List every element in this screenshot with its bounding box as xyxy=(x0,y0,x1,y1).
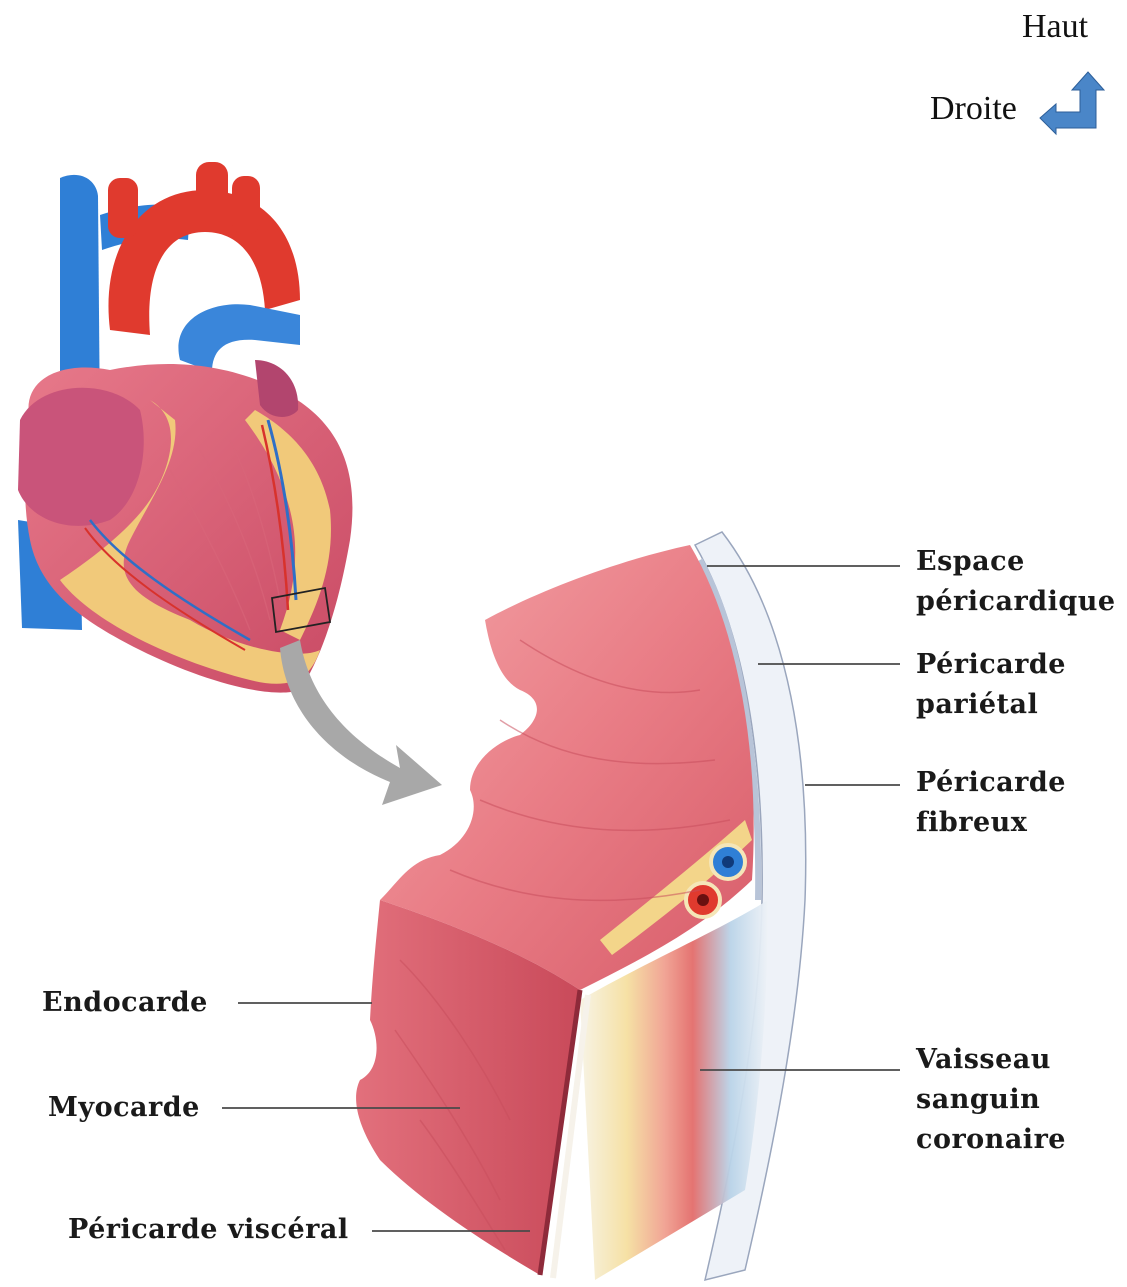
corner-up-arrow-icon xyxy=(1040,72,1104,134)
label-endocarde: Endocarde xyxy=(42,983,208,1023)
label-line: coronaire xyxy=(916,1120,1066,1160)
label-line: péricardique xyxy=(916,582,1116,622)
carotid-artery xyxy=(196,162,228,222)
label-pericarde-fibreux: Péricarde fibreux xyxy=(916,763,1066,843)
label-line: Vaisseau xyxy=(916,1040,1066,1080)
label-myocarde: Myocarde xyxy=(48,1088,200,1128)
coronary-vein-lumen xyxy=(722,856,734,868)
label-line: Espace xyxy=(916,542,1116,582)
label-vaisseau-sanguin-coronaire: Vaisseau sanguin coronaire xyxy=(916,1040,1066,1160)
pulmonary-trunk xyxy=(178,304,300,372)
label-line: fibreux xyxy=(916,803,1066,843)
brachiocephalic-artery xyxy=(108,178,138,238)
label-line: Péricarde xyxy=(916,763,1066,803)
right-atrium xyxy=(18,388,144,526)
label-line: Péricarde xyxy=(916,645,1066,685)
label-line: sanguin xyxy=(916,1080,1066,1120)
coronary-artery-lumen xyxy=(697,894,709,906)
label-pericarde-parietal: Péricarde pariétal xyxy=(916,645,1066,725)
orientation-up-label: Haut xyxy=(1022,8,1088,46)
magnify-arrow-icon xyxy=(280,640,442,805)
label-espace-pericardique: Espace péricardique xyxy=(916,542,1116,622)
orientation-right-label: Droite xyxy=(930,90,1017,128)
heart-illustration xyxy=(18,162,352,693)
subclavian-artery xyxy=(232,176,260,234)
wall-section xyxy=(356,532,806,1280)
label-pericarde-visceral: Péricarde viscéral xyxy=(68,1210,349,1250)
label-line: pariétal xyxy=(916,685,1066,725)
